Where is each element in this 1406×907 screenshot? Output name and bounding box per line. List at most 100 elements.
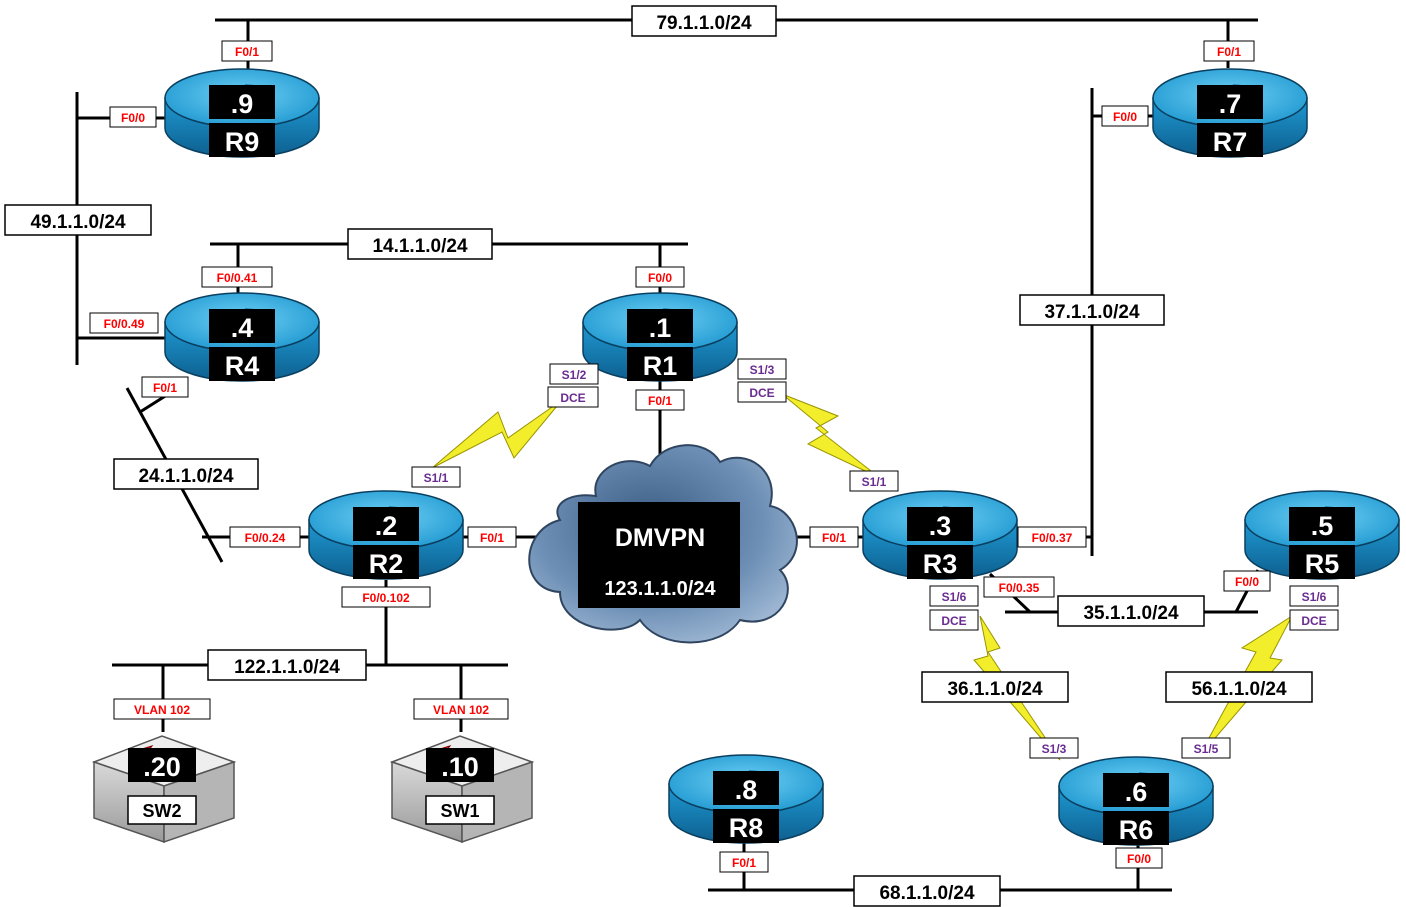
svg-text:F0/1: F0/1 — [822, 531, 846, 545]
svg-text:DCE: DCE — [941, 614, 966, 628]
network-labels: 79.1.1.0/24 49.1.1.0/24 14.1.1.0/24 37.1… — [4, 5, 1313, 907]
switch-host-box — [426, 748, 494, 782]
router-r7[interactable]: .7 R7 — [1152, 68, 1308, 158]
svg-text:S1/2: S1/2 — [562, 368, 587, 382]
network-36-label: 36.1.1.0/24 — [947, 679, 1043, 700]
cloud-title: DMVPN — [615, 524, 705, 552]
port-r5-f00: F0/0 — [1223, 570, 1271, 592]
svg-text:F0/1: F0/1 — [1217, 45, 1241, 59]
port-r7-f00: F0/0 — [1101, 105, 1149, 127]
router-r8[interactable]: .8 R8 — [668, 754, 824, 844]
router-name: R5 — [1305, 549, 1340, 579]
switch-name: SW1 — [440, 801, 479, 821]
router-name-box — [1103, 811, 1169, 845]
router-name-box — [353, 545, 419, 579]
router-r9[interactable]: .9 R9 — [164, 68, 320, 158]
switch-host: .10 — [441, 752, 479, 782]
svg-text:S1/6: S1/6 — [942, 590, 967, 604]
svg-text:F0/0: F0/0 — [1127, 852, 1151, 866]
port-r2-f0102: F0/0.102 — [341, 586, 431, 608]
router-name-box — [1289, 545, 1355, 579]
switch-sw1[interactable]: .10 SW1 — [391, 735, 533, 843]
router-host: .3 — [929, 511, 952, 541]
router-r3[interactable]: .3 R3 — [862, 490, 1018, 580]
svg-text:DCE: DCE — [1301, 614, 1326, 628]
router-name-box — [713, 809, 779, 843]
cloud-subnet: 123.1.1.0/24 — [604, 578, 716, 600]
router-host: .6 — [1125, 777, 1148, 807]
network-24-label: 24.1.1.0/24 — [138, 466, 234, 487]
svg-text:VLAN 102: VLAN 102 — [134, 703, 190, 717]
router-host: .9 — [231, 89, 254, 119]
port-r2-f01: F0/1 — [467, 526, 517, 548]
router-host-box — [353, 507, 419, 541]
serial-r3-r6-icon — [973, 615, 1061, 761]
port-r6-s15: S1/5 — [1181, 737, 1231, 759]
router-r2[interactable]: .2 R2 — [308, 490, 464, 580]
router-name: R8 — [729, 813, 764, 843]
network-36-box — [921, 671, 1069, 703]
router-host-box — [907, 507, 973, 541]
router-name: R1 — [643, 351, 678, 381]
svg-text:VLAN 102: VLAN 102 — [433, 703, 489, 717]
port-r8-f01: F0/1 — [719, 851, 769, 873]
svg-text:S1/3: S1/3 — [750, 363, 775, 377]
network-35-label: 35.1.1.0/24 — [1083, 603, 1179, 624]
router-name-box — [907, 545, 973, 579]
router-host-box — [1197, 85, 1263, 119]
router-host-box — [209, 309, 275, 343]
network-122-label: 122.1.1.0/24 — [234, 657, 340, 678]
router-r4[interactable]: .4 R4 — [164, 292, 320, 382]
svg-text:S1/1: S1/1 — [862, 475, 887, 489]
port-r2-f024: F0/0.24 — [229, 526, 301, 548]
router-name: R2 — [369, 549, 404, 579]
svg-text:F0/1: F0/1 — [153, 381, 177, 395]
router-host-box — [209, 85, 275, 119]
svg-text:F0/1: F0/1 — [648, 394, 672, 408]
router-name-box — [209, 347, 275, 381]
port-r4-f041: F0/0.41 — [201, 266, 273, 288]
port-r9-f01: F0/1 — [221, 40, 273, 62]
network-37-label: 37.1.1.0/24 — [1044, 302, 1140, 323]
cloud-label-box — [578, 502, 740, 608]
network-35-box — [1057, 595, 1205, 627]
port-sw2-vlan: VLAN 102 — [113, 698, 211, 720]
router-host-box — [1289, 507, 1355, 541]
port-r2-s11: S1/1 — [411, 466, 461, 488]
router-host: .8 — [735, 775, 758, 805]
router-r5[interactable]: .5 R5 — [1244, 490, 1400, 580]
switch-name-box — [425, 795, 495, 825]
network-122-box — [207, 649, 367, 681]
port-r1-s13: S1/3 — [737, 358, 787, 380]
svg-text:DCE: DCE — [560, 391, 585, 405]
svg-text:S1/6: S1/6 — [1302, 590, 1327, 604]
svg-text:F0/0.24: F0/0.24 — [245, 531, 286, 545]
router-name: R6 — [1119, 815, 1154, 845]
router-name: R9 — [225, 127, 260, 157]
router-r1[interactable]: .1 R1 — [582, 292, 738, 382]
serial-r1-r3-icon — [781, 393, 881, 479]
router-r6[interactable]: .6 R6 — [1058, 756, 1214, 846]
port-r6-f00: F0/0 — [1115, 847, 1163, 869]
svg-text:F0/0.49: F0/0.49 — [104, 317, 145, 331]
network-14-label: 14.1.1.0/24 — [372, 236, 468, 257]
router-host: .4 — [231, 313, 254, 343]
svg-text:F0/0.37: F0/0.37 — [1032, 531, 1073, 545]
router-host: .7 — [1219, 89, 1242, 119]
switch-sw2[interactable]: .20 SW2 — [93, 735, 235, 843]
svg-text:F0/0: F0/0 — [1113, 110, 1137, 124]
network-14-box — [347, 228, 493, 260]
router-host-box — [1103, 773, 1169, 807]
router-name: R7 — [1213, 127, 1248, 157]
router-host: .1 — [649, 313, 672, 343]
router-host-box — [713, 771, 779, 805]
port-labels: F0/1 F0/0 F0/1 F0/0 F0/0.41 F0/0.49 F0/1… — [89, 40, 1339, 873]
port-r1-dce-b: DCE — [737, 381, 787, 403]
svg-text:F0/1: F0/1 — [480, 531, 504, 545]
port-r1-f01: F0/1 — [635, 389, 685, 411]
svg-text:F0/0.102: F0/0.102 — [362, 591, 410, 605]
router-name: R3 — [923, 549, 958, 579]
port-r3-s16: S1/6 — [929, 585, 979, 607]
